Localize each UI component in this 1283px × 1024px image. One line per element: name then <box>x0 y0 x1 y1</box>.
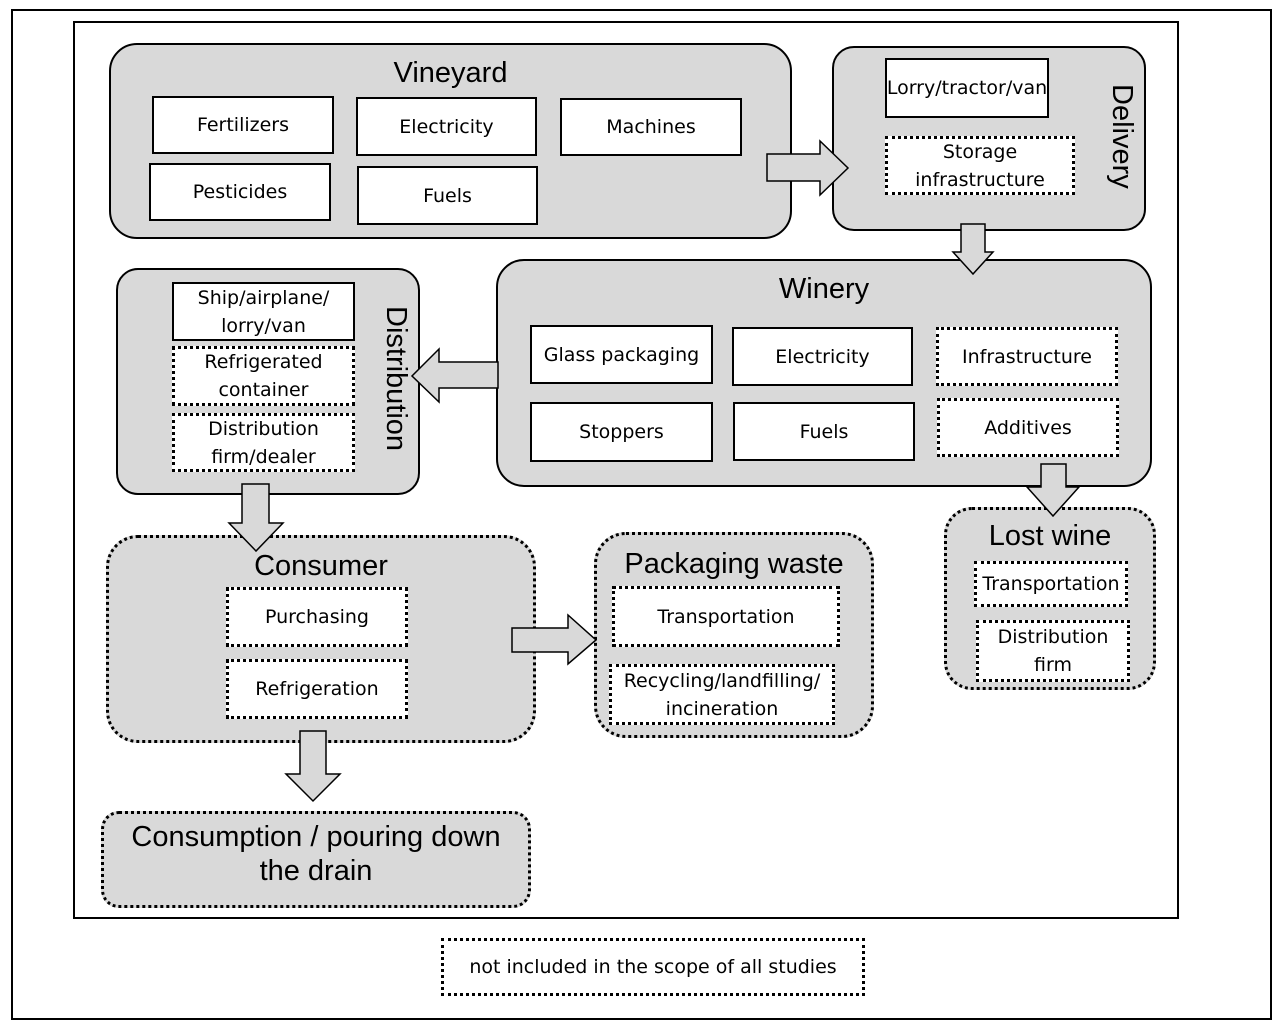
delivery-lorry: Lorry/tractor/van <box>885 58 1049 118</box>
consumer-title: Consumer <box>254 550 388 582</box>
consumer-refrigeration: Refrigeration <box>226 659 408 719</box>
lost-wine-transportation: Transportation <box>974 561 1128 607</box>
arrow-winery-to-distribution-shape <box>410 347 499 404</box>
distribution-title: Distribution <box>380 306 412 452</box>
winery-fuels: Fuels <box>733 402 915 461</box>
vineyard-title: Vineyard <box>393 57 508 89</box>
distribution-firm-dealer: Distribution firm/dealer <box>172 413 355 472</box>
winery-infrastructure: Infrastructure <box>936 327 1118 386</box>
arrow-consumer-to-consumption-shape <box>284 730 342 803</box>
consumption-title: Consumption / pouring down the drain <box>131 821 501 887</box>
arrow-consumer-to-packaging-shape <box>511 613 598 666</box>
arrow-delivery-to-winery-shape <box>951 223 995 276</box>
consumption-group: Consumption / pouring down the drain <box>101 811 531 908</box>
winery-stoppers: Stoppers <box>530 402 713 462</box>
packaging-waste-title: Packaging waste <box>624 548 844 580</box>
vineyard-electricity: Electricity <box>356 97 537 156</box>
delivery-storage: Storage infrastructure <box>885 136 1075 195</box>
vineyard-fuels: Fuels <box>357 166 538 225</box>
legend-dotted-box: not included in the scope of all studies <box>441 938 865 996</box>
packaging-waste-recycling: Recycling/landfilling/ incineration <box>609 664 835 725</box>
vineyard-pesticides: Pesticides <box>149 163 331 221</box>
distribution-refrigerated-container: Refrigerated container <box>172 346 355 406</box>
arrow-distribution-to-consumer-shape <box>227 483 285 553</box>
lost-wine-distribution-firm: Distribution firm <box>976 620 1130 682</box>
outer-frame <box>11 9 1272 1020</box>
winery-title: Winery <box>778 273 870 305</box>
winery-additives: Additives <box>937 398 1119 457</box>
legend-label: not included in the scope of all studies <box>469 956 837 978</box>
consumer-purchasing: Purchasing <box>226 587 408 647</box>
arrow-winery-to-lost-wine-shape <box>1025 463 1081 518</box>
packaging-waste-transportation: Transportation <box>612 586 840 647</box>
lost-wine-title: Lost wine <box>988 520 1112 552</box>
winery-electricity: Electricity <box>732 327 913 386</box>
distribution-transport: Ship/airplane/ lorry/van <box>172 282 355 341</box>
winery-glass-packaging: Glass packaging <box>530 325 713 384</box>
vineyard-fertilizers: Fertilizers <box>152 96 334 154</box>
arrow-vineyard-to-delivery-shape <box>766 139 850 197</box>
delivery-title: Delivery <box>1106 84 1138 189</box>
diagram-frame <box>73 21 1179 919</box>
vineyard-machines: Machines <box>560 98 742 156</box>
